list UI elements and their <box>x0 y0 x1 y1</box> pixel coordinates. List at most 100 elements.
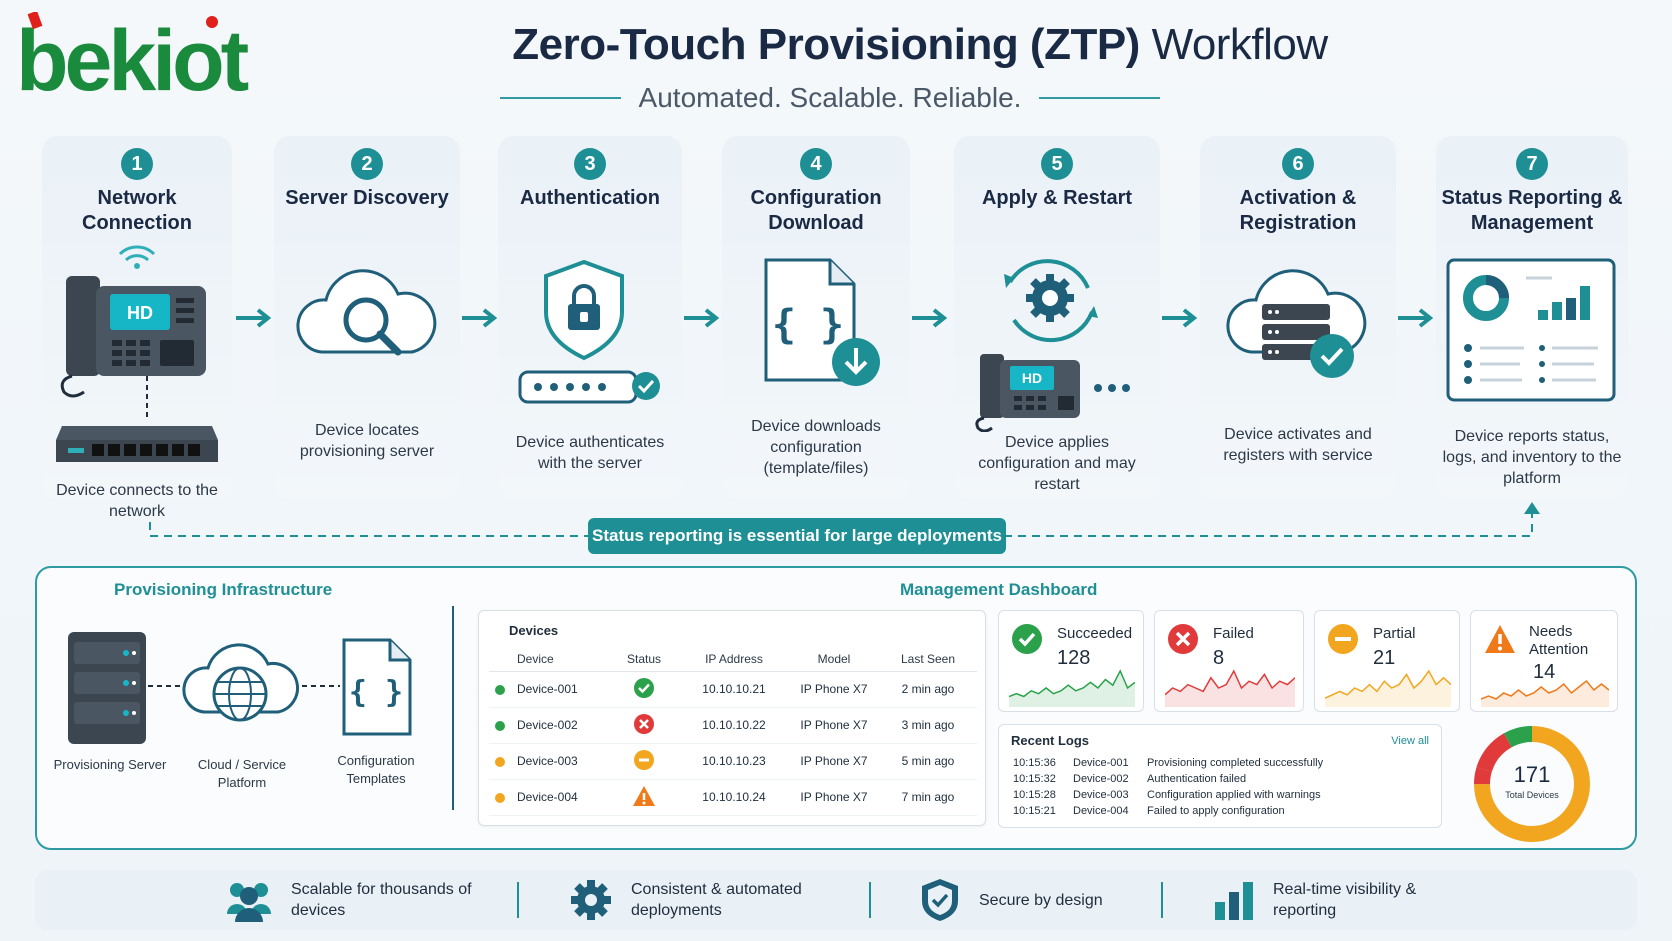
donut-chart <box>1474 726 1590 842</box>
infra-label-provisioning-server: Provisioning Server <box>53 757 167 772</box>
stat-card-failed[interactable]: Failed 8 <box>1154 610 1304 712</box>
total-devices-value: 171 <box>1513 762 1551 787</box>
cloud-globe-icon <box>182 643 299 722</box>
step-description: Device reports status, logs, and invento… <box>1442 428 1622 487</box>
stat-card-partial[interactable]: Partial 21 <box>1314 610 1460 712</box>
status-dot-icon <box>495 756 505 767</box>
stat-value: 14 <box>1533 661 1556 683</box>
flow-arrow-4-5 <box>912 308 948 328</box>
step-card-network-connection: 1 Network Connection HD Device connects … <box>42 136 232 520</box>
device-name-cell: Device-002 <box>489 707 609 744</box>
dashboard-icon <box>1446 258 1616 402</box>
device-name-cell: Device-004 <box>489 779 609 816</box>
ip-cell: 10.10.10.22 <box>679 707 789 744</box>
step-number: 3 <box>574 148 606 180</box>
sparkline-line <box>1009 669 1135 698</box>
step-card-configuration-download: 4 Configuration Download { } Device down… <box>722 136 910 500</box>
step-number: 2 <box>351 148 383 180</box>
x-circle-icon <box>1168 624 1198 654</box>
step-card-apply-restart: 5 Apply & Restart HD Device applies conf… <box>954 136 1160 500</box>
svg-text:HD: HD <box>1022 370 1042 386</box>
donut-segment-3 <box>1474 726 1590 842</box>
total-devices-donut: 171 Total Devices <box>1470 722 1594 846</box>
status-cell <box>609 743 679 780</box>
sparkline-partial <box>1325 669 1451 707</box>
step-card-server-discovery: 2 Server Discovery Device locates provis… <box>274 136 460 500</box>
device-name-cell: Device-001 <box>489 671 609 708</box>
status-dot-icon <box>495 684 505 695</box>
step-description: Device connects to the network <box>56 482 218 520</box>
sparkline-area <box>1325 671 1451 707</box>
gear-icon <box>571 880 611 920</box>
step-number: 7 <box>1516 148 1548 180</box>
x-circle-icon <box>633 713 655 738</box>
status-cell <box>609 707 679 744</box>
ip-cell: 10.10.10.24 <box>679 779 789 816</box>
view-all-link[interactable]: View all <box>1391 735 1429 747</box>
col-status[interactable]: Status <box>609 647 679 672</box>
last-seen-cell: 3 min ago <box>879 707 977 744</box>
svg-text:HD: HD <box>127 303 153 323</box>
footer-divider <box>517 882 519 918</box>
sparkline-line <box>1325 669 1451 699</box>
stat-value: 8 <box>1213 647 1225 669</box>
desk-phone-and-switch-icon: HD <box>56 245 218 462</box>
page-subtitle: Automated. Scalable. Reliable. <box>638 82 1022 113</box>
last-seen-cell: 2 min ago <box>879 671 977 708</box>
stat-card-succeeded[interactable]: Succeeded 128 <box>998 610 1144 712</box>
col-last-seen[interactable]: Last Seen <box>879 647 977 672</box>
step-title: Apply & Restart <box>981 187 1133 209</box>
stat-value: 21 <box>1373 647 1396 669</box>
step-number: 1 <box>121 148 153 180</box>
shield-lock-icon <box>518 259 660 404</box>
devices-panel: Devices Device Status IP Address Model L… <box>478 610 986 826</box>
stat-label: Partial <box>1373 625 1416 642</box>
col-ip[interactable]: IP Address <box>679 647 789 672</box>
step-description: Device locates provisioning server <box>299 422 435 460</box>
feature-text: Secure by design <box>979 891 1103 909</box>
feature-visibility: Real-time visibility & reporting <box>1213 870 1423 930</box>
flow-arrow-1-2 <box>236 308 272 328</box>
infrastructure-diagram: { } <box>68 632 412 744</box>
sparkline-area <box>1009 671 1135 707</box>
step-card-authentication: 3 Authentication Device authenticates wi… <box>498 136 682 500</box>
step-title: Server Discovery <box>285 187 449 209</box>
lower-divider <box>452 606 454 810</box>
sparkline-line <box>1481 679 1609 700</box>
step-number: 6 <box>1282 148 1314 180</box>
logs-title: Recent Logs <box>1011 733 1090 748</box>
infrastructure-heading: Provisioning Infrastructure <box>114 580 333 599</box>
flow-arrow-5-6 <box>1162 308 1198 328</box>
sparkline-line <box>1165 669 1295 696</box>
status-cell <box>609 779 679 816</box>
step-title: Authentication <box>520 187 660 209</box>
step-description: Device activates and registers with serv… <box>1223 426 1373 464</box>
feature-consistent: Consistent & automated deployments <box>569 870 821 930</box>
sparkline-area <box>1481 681 1609 707</box>
check-circle-icon <box>633 677 655 702</box>
feature-text: Scalable for thousands of devices <box>291 881 472 919</box>
status-cell <box>609 671 679 708</box>
stat-card-needs-attention[interactable]: Needs Attention 14 <box>1470 610 1618 712</box>
flow-arrow-3-4 <box>684 308 720 328</box>
bar-chart-icon <box>1215 882 1253 920</box>
col-device[interactable]: Device <box>489 647 609 672</box>
model-cell: IP Phone X7 <box>789 743 879 780</box>
stat-label: Succeeded <box>1057 625 1133 642</box>
config-template-icon: { } <box>342 638 412 736</box>
stat-label: Failed <box>1213 625 1254 642</box>
model-cell: IP Phone X7 <box>789 671 879 708</box>
config-file-download-icon: { } <box>764 258 880 386</box>
status-dot-icon <box>495 720 505 731</box>
col-model[interactable]: Model <box>789 647 879 672</box>
step-title: Configuration Download <box>750 187 882 234</box>
svg-text:{ }: { } <box>772 302 844 348</box>
flow-arrow-6-7 <box>1398 308 1434 328</box>
status-reporting-banner: Status reporting is essential for large … <box>588 518 1006 554</box>
